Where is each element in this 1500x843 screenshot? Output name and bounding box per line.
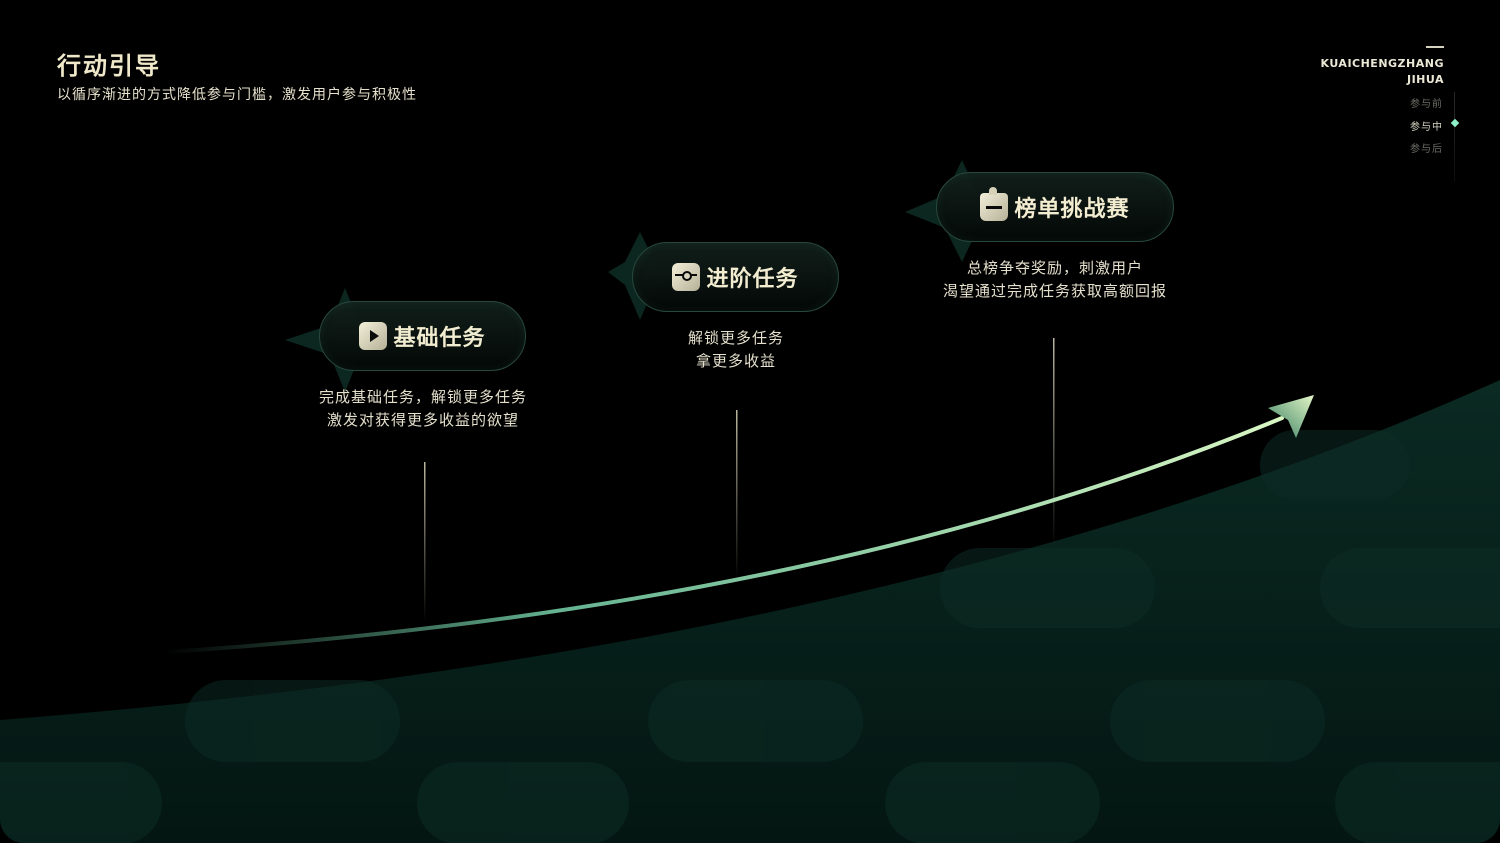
step-pill-advanced: 进阶任务 xyxy=(632,242,839,312)
unlock-icon xyxy=(672,263,701,291)
pole-2 xyxy=(736,410,738,580)
step-label-advanced: 进阶任务 xyxy=(706,267,799,292)
step-desc-leaderboard: 总榜争夺奖励，刺激用户 渴望通过完成任务获取高额回报 xyxy=(915,257,1195,303)
nav-rail xyxy=(1454,92,1455,182)
brand-line-1: KUAICHENGZHANG xyxy=(1320,57,1444,70)
page-subtitle: 以循序渐进的方式降低参与门槛，激发用户参与积极性 xyxy=(57,87,417,103)
step-desc-basic-line-2: 激发对获得更多收益的欲望 xyxy=(326,411,519,429)
page-title: 行动引导 xyxy=(57,52,161,80)
step-desc-advanced: 解锁更多任务 拿更多收益 xyxy=(636,327,836,373)
arrow-head-icon xyxy=(1268,395,1314,438)
step-pill-basic: 基础任务 xyxy=(319,301,526,371)
brand-line-2: JIHUA xyxy=(1407,73,1444,86)
brand-bar xyxy=(1426,46,1444,48)
step-label-leaderboard: 榜单挑战赛 xyxy=(1014,197,1130,222)
nav-item-during[interactable]: 参与中 xyxy=(1410,122,1443,133)
step-desc-leaderboard-line-1: 总榜争夺奖励，刺激用户 xyxy=(966,259,1143,277)
step-pill-leaderboard: 榜单挑战赛 xyxy=(936,172,1174,242)
step-desc-basic: 完成基础任务，解锁更多任务 激发对获得更多收益的欲望 xyxy=(292,386,554,432)
play-icon xyxy=(359,322,388,350)
pole-3 xyxy=(1053,338,1055,548)
nav-item-before[interactable]: 参与前 xyxy=(1410,99,1443,110)
nav-item-after[interactable]: 参与后 xyxy=(1410,144,1443,155)
step-desc-basic-line-1: 完成基础任务，解锁更多任务 xyxy=(318,388,527,406)
pole-1 xyxy=(424,462,426,622)
growth-arc xyxy=(163,416,1284,654)
step-label-basic: 基础任务 xyxy=(393,326,486,351)
ground-pattern xyxy=(0,430,1500,843)
step-desc-leaderboard-line-2: 渴望通过完成任务获取高额回报 xyxy=(942,282,1167,300)
step-desc-advanced-line-2: 拿更多收益 xyxy=(695,352,776,370)
trophy-icon xyxy=(980,187,1009,221)
step-desc-advanced-line-1: 解锁更多任务 xyxy=(687,329,784,347)
brand-mark: KUAICHENGZHANG JIHUA xyxy=(1244,56,1444,88)
